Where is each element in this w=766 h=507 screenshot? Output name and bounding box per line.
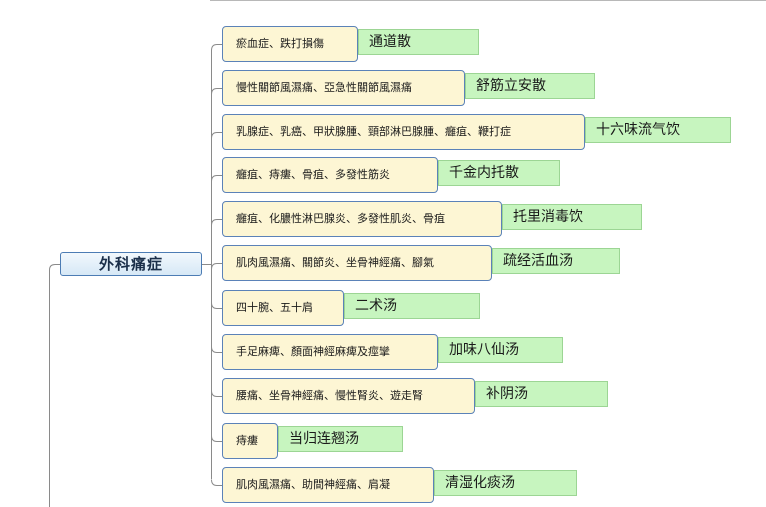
condition-node[interactable]: 癰疽、化膿性淋巴腺炎、多發性肌炎、骨疽 bbox=[222, 201, 502, 237]
branch-elbow-line bbox=[211, 44, 222, 51]
remedy-node[interactable]: 二术汤 bbox=[344, 293, 480, 319]
root-node[interactable]: 外科痛症 bbox=[60, 252, 202, 276]
branch-elbow-line bbox=[211, 88, 222, 95]
condition-node[interactable]: 腰痛、坐骨神經痛、慢性腎炎、遊走腎 bbox=[222, 378, 475, 414]
branch-elbow-line bbox=[211, 390, 222, 397]
condition-node[interactable]: 肌肉風濕痛、關節炎、坐骨神經痛、腳氣 bbox=[222, 245, 492, 281]
remedy-node[interactable]: 加味八仙汤 bbox=[438, 337, 563, 363]
branch-elbow-line bbox=[211, 479, 222, 486]
remedy-node[interactable]: 疏经活血汤 bbox=[492, 248, 620, 274]
remedy-node[interactable]: 千金内托散 bbox=[438, 160, 560, 186]
condition-node[interactable]: 癰疽、痔瘻、骨疽、多發性筋炎 bbox=[222, 157, 438, 193]
condition-node[interactable]: 慢性關節風濕痛、亞急性關節風濕痛 bbox=[222, 70, 465, 106]
root-trunk-line bbox=[49, 264, 60, 507]
branch-elbow-line bbox=[211, 175, 222, 182]
remedy-node[interactable]: 十六味流气饮 bbox=[585, 117, 731, 143]
branch-elbow-line bbox=[211, 219, 222, 226]
branch-elbow-line bbox=[211, 302, 222, 309]
condition-node[interactable]: 瘀血症、跌打損傷 bbox=[222, 26, 358, 62]
branch-elbow-line bbox=[211, 435, 222, 442]
condition-node[interactable]: 痔瘻 bbox=[222, 423, 278, 459]
remedy-node[interactable]: 清湿化痰汤 bbox=[434, 470, 577, 496]
branch-elbow-line bbox=[211, 263, 222, 270]
condition-node[interactable]: 乳腺症、乳癌、甲狀腺腫、頸部淋巴腺腫、癰疽、鞭打症 bbox=[222, 114, 585, 150]
top-divider bbox=[210, 0, 766, 1]
branch-elbow-line bbox=[211, 132, 222, 139]
remedy-node[interactable]: 补阴汤 bbox=[475, 381, 608, 407]
remedy-node[interactable]: 舒筋立安散 bbox=[465, 73, 595, 99]
condition-node[interactable]: 四十腕、五十肩 bbox=[222, 290, 344, 326]
remedy-node[interactable]: 当归连翘汤 bbox=[278, 426, 403, 452]
branch-elbow-line bbox=[211, 346, 222, 353]
remedy-node[interactable]: 通道散 bbox=[358, 29, 479, 55]
condition-node[interactable]: 肌肉風濕痛、助間神經痛、肩凝 bbox=[222, 467, 434, 503]
remedy-node[interactable]: 托里消毒饮 bbox=[502, 204, 642, 230]
condition-node[interactable]: 手足麻痺、顏面神經麻痺及痙攣 bbox=[222, 334, 438, 370]
